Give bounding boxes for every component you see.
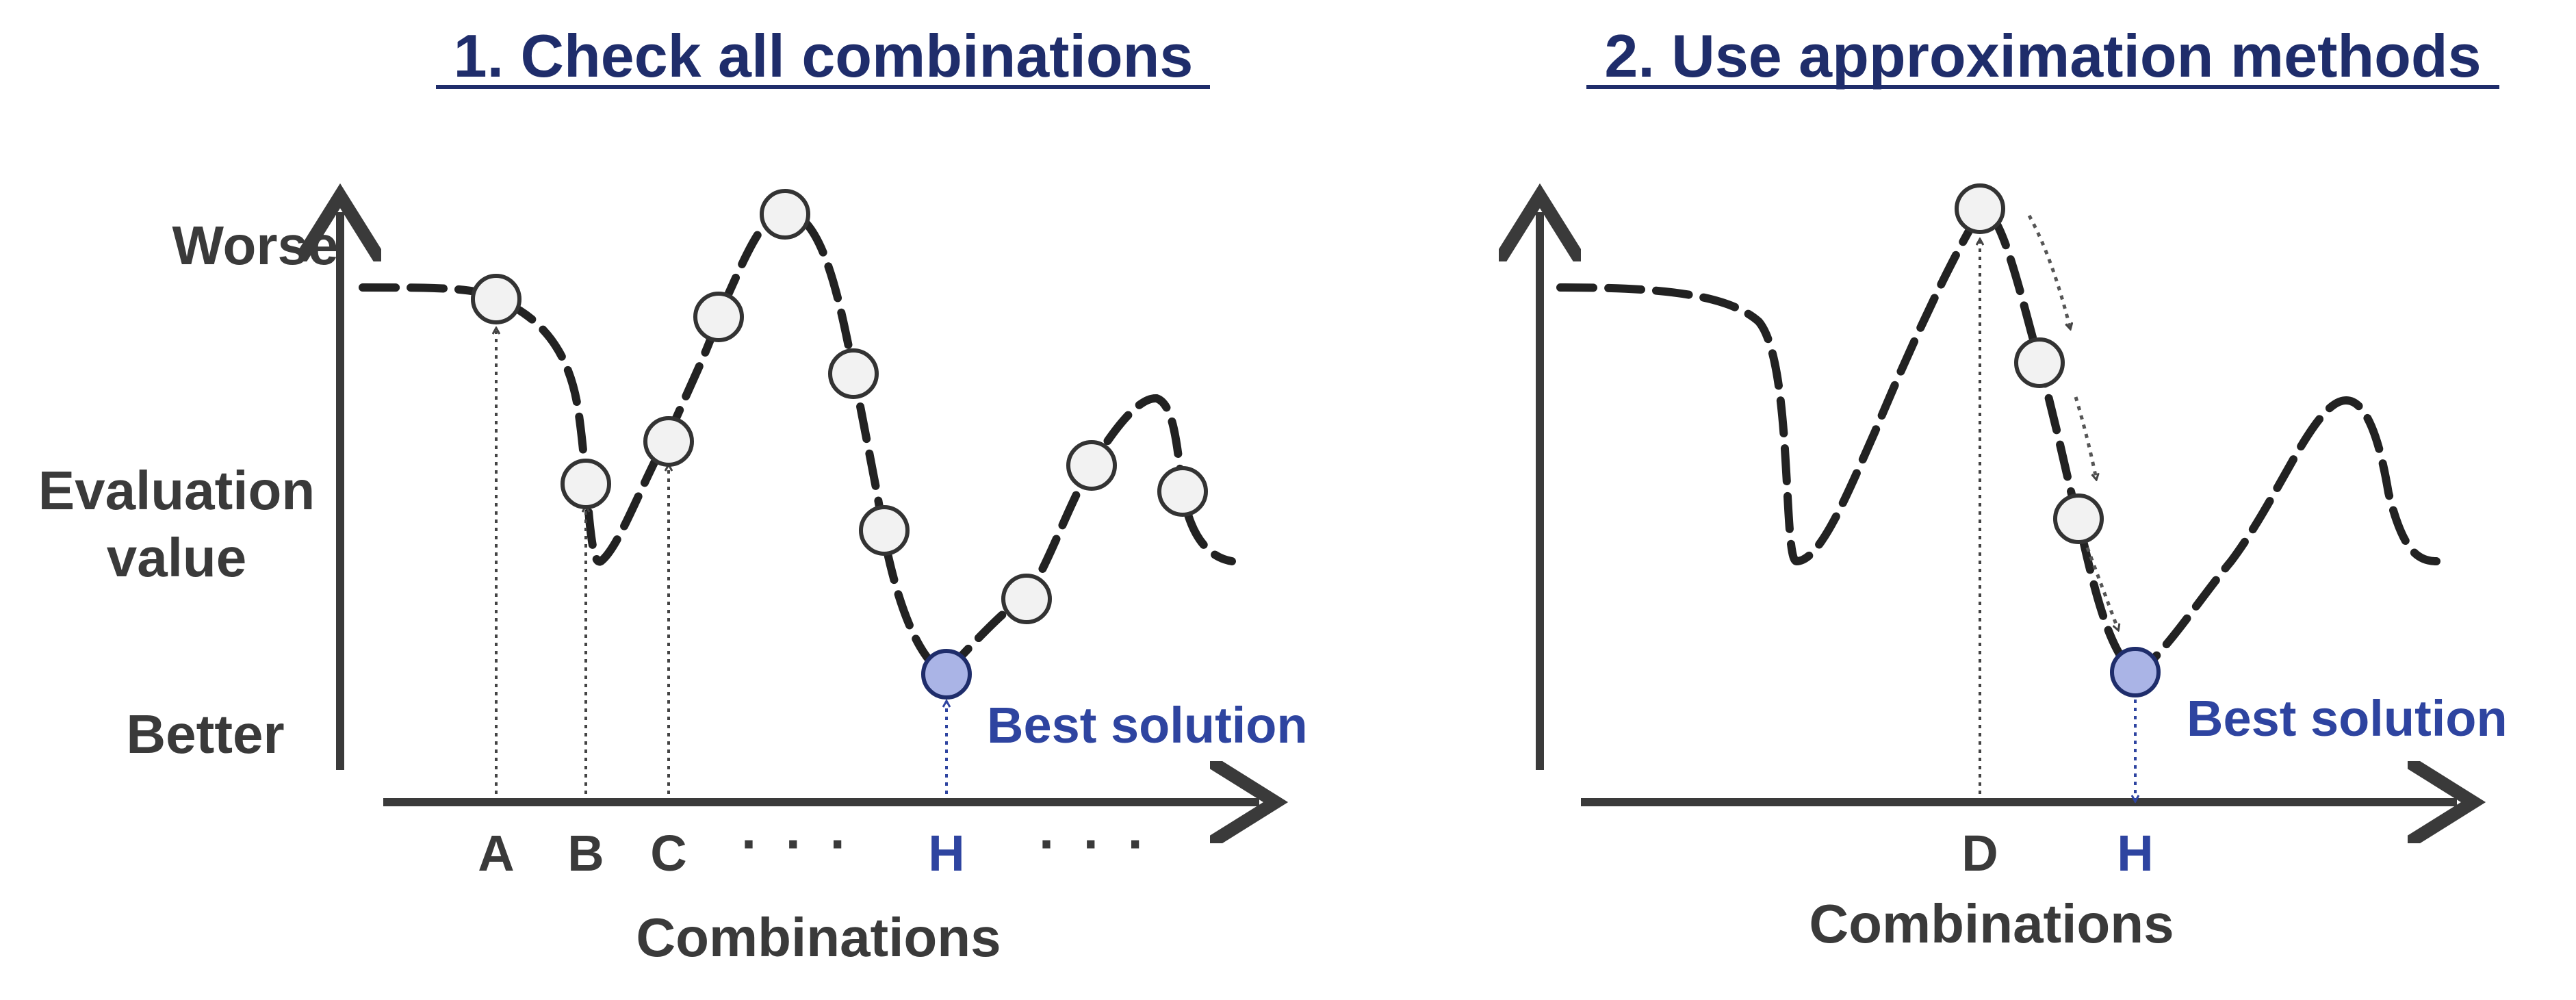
start-point-d	[1955, 183, 2005, 234]
eval-point	[1157, 466, 1208, 517]
x-tick-c: C	[650, 825, 686, 882]
best-solution-label-2: Best solution	[2187, 690, 2508, 747]
panel-1: 1. Check all combinations Worse Evaluati…	[38, 22, 1308, 968]
panel-2-title: 2. Use approximation methods	[1604, 22, 2481, 90]
y-label-value: value	[107, 527, 247, 588]
evaluation-curve-2	[1556, 207, 2440, 680]
search-point-2	[2053, 493, 2104, 544]
best-solution-point-2	[2110, 647, 2161, 697]
x-tick-ellipsis-1: · · ·	[741, 813, 853, 874]
search-step-arrow-2	[2074, 396, 2096, 479]
x-axis-label-2: Combinations	[1809, 893, 2174, 954]
x-tick-ellipsis-2: · · ·	[1039, 813, 1151, 874]
eval-point	[693, 292, 744, 342]
x-tick-h-1: H	[928, 825, 964, 882]
x-axis-label-1: Combinations	[636, 907, 1001, 968]
eval-point-b	[561, 459, 611, 509]
panel-1-title: 1. Check all combinations	[454, 22, 1194, 90]
y-label-worse: Worse	[172, 215, 338, 276]
eval-point-c	[643, 416, 694, 467]
best-solution-point-1	[921, 649, 972, 700]
x-tick-b: B	[567, 825, 604, 882]
search-step-arrow-3	[2085, 547, 2118, 630]
y-label-better: Better	[126, 704, 284, 765]
eval-point	[828, 348, 879, 399]
x-tick-a: A	[478, 825, 514, 882]
panel-2: 2. Use approximation methods Best soluti…	[1540, 22, 2508, 954]
eval-point	[760, 189, 810, 240]
y-label-evaluation: Evaluation	[38, 460, 315, 521]
eval-point	[1001, 574, 1052, 624]
eval-point	[1066, 440, 1117, 491]
x-tick-h-2: H	[2117, 825, 2153, 882]
search-point-1	[2014, 337, 2065, 388]
x-tick-d: D	[1961, 825, 1998, 882]
eval-point	[859, 505, 910, 556]
best-solution-label-1: Best solution	[987, 697, 1308, 754]
eval-point-a	[471, 274, 521, 324]
search-step-arrow-1	[2027, 214, 2070, 329]
